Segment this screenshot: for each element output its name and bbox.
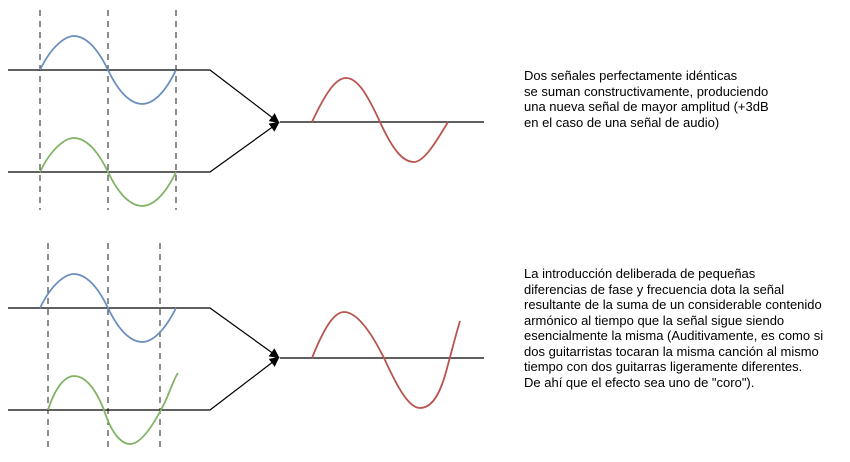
lower-signal-axis [8, 121, 280, 173]
routing-lines [8, 307, 484, 411]
upper-signal-axis [8, 307, 280, 359]
dashed-guides [47, 243, 161, 450]
dashed-guides [39, 10, 177, 210]
constructive-panel [8, 10, 484, 210]
constructive-caption: Dos señales perfectamente idénticas se s… [524, 68, 769, 130]
chorus-caption: La introducción deliberada de pequeñas d… [524, 266, 824, 390]
lower-signal-axis [8, 356, 280, 411]
blue-wave [39, 273, 177, 343]
chorus-panel [8, 243, 484, 450]
green-wave [47, 372, 179, 445]
sum-wave [311, 77, 449, 163]
routing-lines [8, 69, 484, 173]
sum-wave [311, 311, 461, 409]
green-wave [39, 137, 177, 207]
blue-wave [39, 35, 177, 105]
upper-signal-axis [8, 69, 280, 124]
